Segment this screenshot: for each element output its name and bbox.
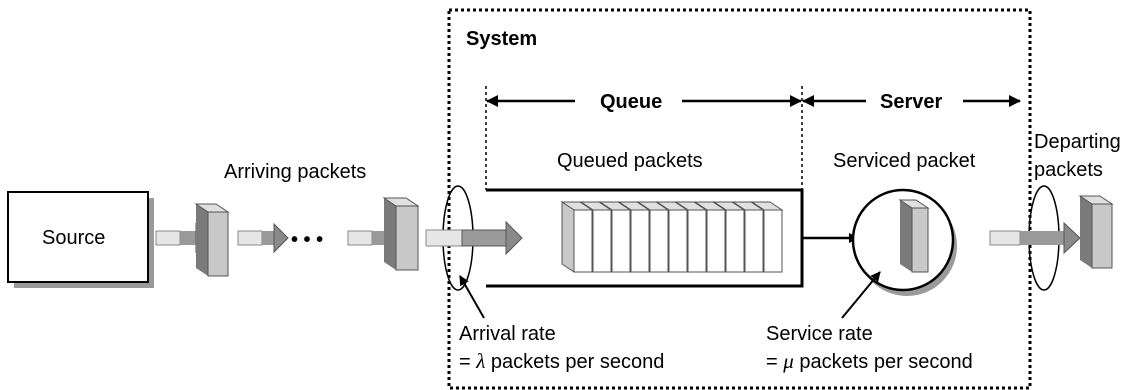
- source-label: Source: [42, 227, 105, 249]
- arriving-packets-label: Arriving packets: [224, 161, 366, 183]
- service-rate-line1: Service rate: [766, 323, 873, 345]
- serviced-packet-label: Serviced packet: [833, 150, 976, 172]
- arrival-rate-line1: Arrival rate: [459, 323, 556, 345]
- queue-label: Queue: [600, 91, 662, 113]
- queued-packets-label: Queued packets: [557, 150, 703, 172]
- departing-packet: [989, 195, 1114, 269]
- serviced-packet: [898, 199, 930, 273]
- arriving-packet-2: [237, 222, 289, 254]
- system-boundary: [447, 8, 1032, 390]
- queued-packets-stack: [560, 201, 784, 273]
- departing-packets-label-1: Departing: [1034, 131, 1121, 153]
- entering-arrow: [425, 220, 523, 256]
- arriving-packet-3: [347, 197, 420, 271]
- queued-packet: [560, 201, 594, 273]
- arrival-rate-line2: = λ packets per second: [459, 349, 664, 373]
- departing-packets-label-2: packets: [1034, 159, 1103, 181]
- source-box: [7, 191, 149, 283]
- ellipsis-dots: • • •: [291, 229, 323, 251]
- system-title: System: [466, 28, 537, 50]
- server-label: Server: [880, 91, 942, 113]
- arrival-rate-pointer: [459, 275, 485, 319]
- service-rate-pointer: [841, 271, 881, 319]
- arriving-packet-1: [155, 203, 230, 277]
- service-rate-line2: = μ packets per second: [766, 349, 973, 373]
